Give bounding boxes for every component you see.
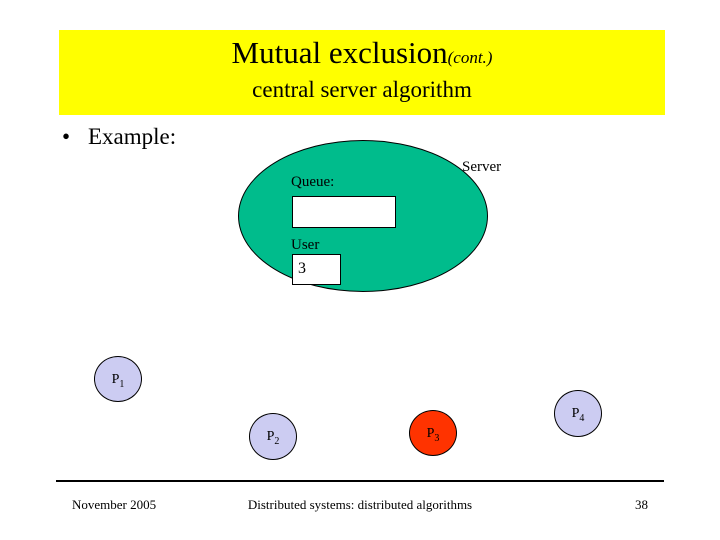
queue-box: [292, 196, 396, 228]
bullet-marker-icon: •: [62, 124, 71, 149]
page-subtitle: central server algorithm: [252, 77, 472, 102]
process-node-p2-label: P2: [266, 429, 280, 447]
footer-date: November 2005: [72, 497, 157, 512]
footer-page-number: 38: [635, 497, 648, 512]
queue-label: Queue:: [291, 174, 335, 190]
title-banner: Mutual exclusion(cont.) central server a…: [59, 30, 665, 115]
process-node-p2: P2: [249, 413, 297, 460]
page-title: Mutual exclusion: [231, 35, 448, 70]
process-node-p4: P4: [554, 390, 602, 437]
title-line-primary: Mutual exclusion(cont.): [59, 30, 665, 81]
title-continuation-note: (cont.): [447, 48, 493, 67]
user-box-value: 3: [298, 260, 306, 277]
user-box: 3: [292, 254, 341, 285]
server-label: Server: [462, 159, 502, 175]
process-node-p1-label: P1: [111, 372, 125, 390]
bullet-item-label: Example:: [88, 124, 177, 149]
process-node-p3: P3: [409, 410, 457, 456]
footer-divider: [56, 480, 664, 482]
process-node-p1: P1: [94, 356, 142, 402]
process-node-p3-label: P3: [426, 426, 440, 444]
footer-title: Distributed systems: distributed algorit…: [247, 497, 473, 512]
user-label: User: [291, 237, 320, 253]
process-node-p4-label: P4: [571, 406, 585, 424]
bullet-item-example: • Example:: [62, 122, 176, 152]
